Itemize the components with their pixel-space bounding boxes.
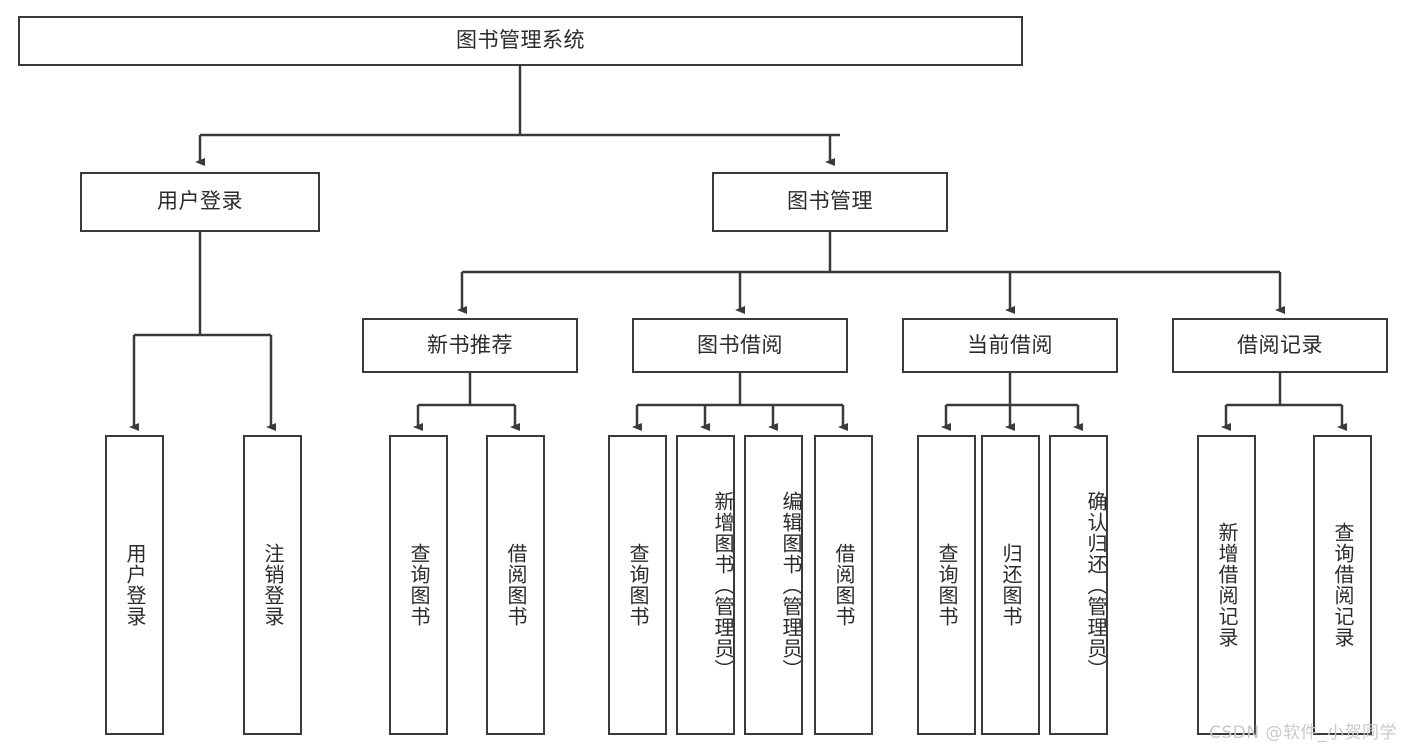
node-label: 借阅记录: [1237, 332, 1323, 357]
node-label: 注销登录: [261, 543, 285, 627]
node-label: 新书推荐: [427, 332, 513, 357]
node-new-book-recommend[interactable]: 新书推荐: [362, 318, 578, 373]
leaf-edit-book-admin[interactable]: 编辑图书（管理员）: [744, 435, 803, 735]
leaf-add-borrow-record[interactable]: 新增借阅记录: [1197, 435, 1256, 735]
node-label: 借阅图书: [832, 543, 856, 627]
node-label: 查询图书: [935, 543, 959, 627]
node-label: 新增借阅记录: [1215, 522, 1239, 648]
node-label: 确认归还（管理员）: [1084, 490, 1108, 680]
leaf-return-book[interactable]: 归还图书: [981, 435, 1040, 735]
leaf-logout-login[interactable]: 注销登录: [243, 435, 302, 735]
node-current-borrow[interactable]: 当前借阅: [902, 318, 1118, 373]
node-book-management[interactable]: 图书管理: [712, 172, 948, 232]
leaf-borrow-book-recommend[interactable]: 借阅图书: [486, 435, 545, 735]
node-label: 图书借阅: [697, 332, 783, 357]
node-label: 用户登录: [123, 543, 147, 627]
leaf-confirm-return-admin[interactable]: 确认归还（管理员）: [1049, 435, 1108, 735]
node-label: 当前借阅: [967, 332, 1053, 357]
node-label: 编辑图书（管理员）: [779, 490, 803, 680]
node-label: 查询图书: [626, 543, 650, 627]
leaf-user-login[interactable]: 用户登录: [105, 435, 164, 735]
leaf-add-book-admin[interactable]: 新增图书（管理员）: [676, 435, 735, 735]
node-label: 查询借阅记录: [1331, 522, 1355, 648]
node-label: 新增图书（管理员）: [711, 490, 735, 680]
node-label: 图书管理系统: [456, 28, 585, 53]
node-user-login[interactable]: 用户登录: [80, 172, 320, 232]
node-book-borrow[interactable]: 图书借阅: [632, 318, 848, 373]
leaf-query-borrow-record[interactable]: 查询借阅记录: [1313, 435, 1372, 735]
leaf-query-book-borrow[interactable]: 查询图书: [608, 435, 667, 735]
watermark-text: CSDN @软件_小贺同学: [1209, 723, 1397, 743]
node-root-book-management-system[interactable]: 图书管理系统: [18, 16, 1023, 66]
leaf-query-book-current[interactable]: 查询图书: [917, 435, 976, 735]
node-label: 查询图书: [407, 543, 431, 627]
node-label: 归还图书: [999, 543, 1023, 627]
leaf-borrow-book[interactable]: 借阅图书: [814, 435, 873, 735]
node-label: 图书管理: [787, 189, 873, 214]
node-label: 用户登录: [157, 189, 243, 214]
node-borrow-record[interactable]: 借阅记录: [1172, 318, 1388, 373]
leaf-query-book-recommend[interactable]: 查询图书: [389, 435, 448, 735]
node-label: 借阅图书: [504, 543, 528, 627]
